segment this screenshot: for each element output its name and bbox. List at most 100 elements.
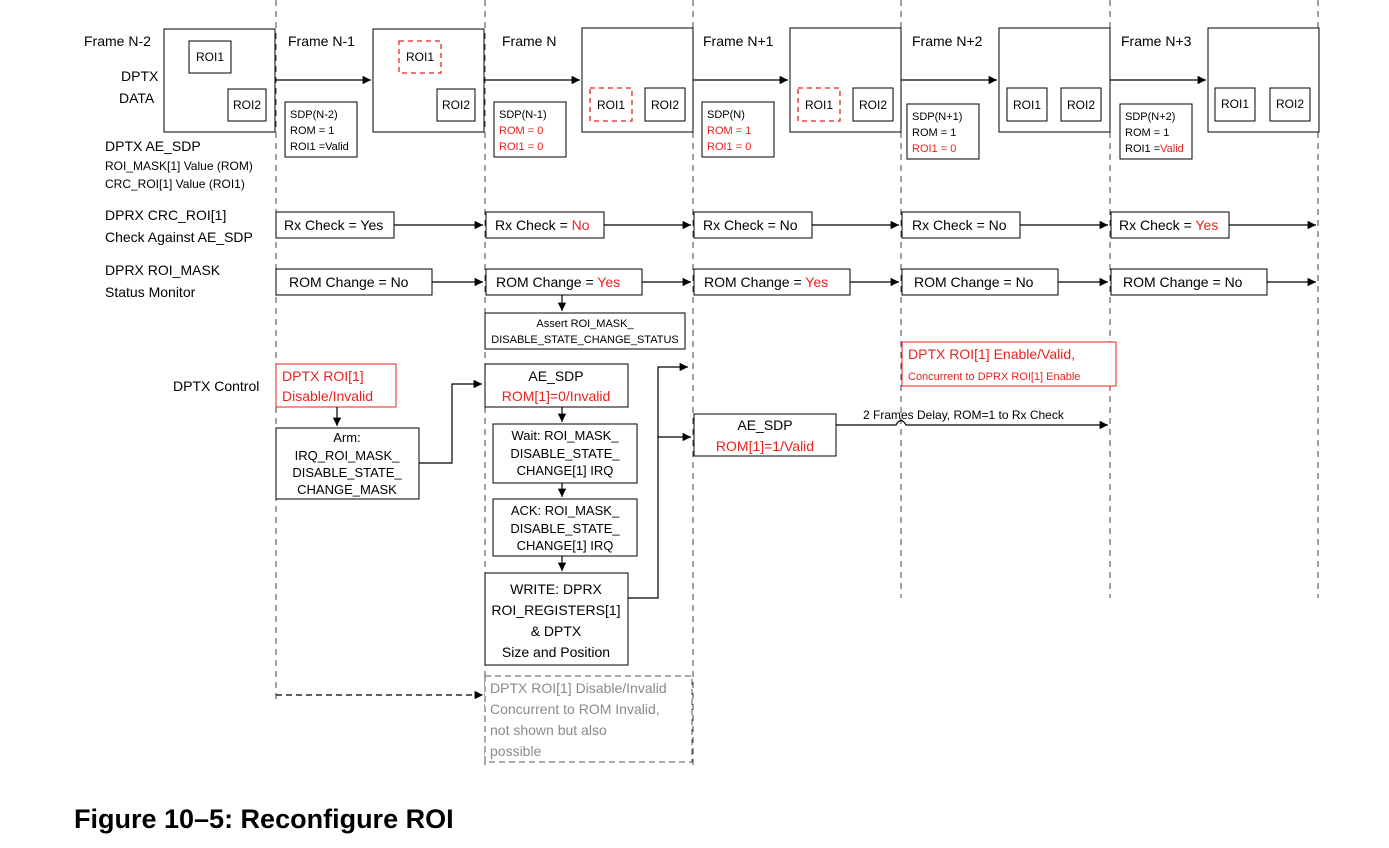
svg-text:ACK: ROI_MASK_: ACK: ROI_MASK_ [511,503,620,518]
svg-text:ROI1 =Valid: ROI1 =Valid [1125,143,1184,155]
row-label-crc: CRC_ROI[1] Value (ROI1) [105,177,245,191]
svg-text:ROI1 = 0: ROI1 = 0 [707,141,751,153]
svg-text:ROI1 = 0: ROI1 = 0 [912,143,956,155]
svg-text:AE_SDP: AE_SDP [528,368,583,384]
svg-text:SDP(N-2): SDP(N-2) [290,109,338,121]
svg-text:Assert ROI_MASK_: Assert ROI_MASK_ [536,318,634,330]
write-box-connectors [628,362,691,599]
roi1-label: ROI1 [1221,97,1249,111]
svg-text:not shown but also: not shown but also [490,722,607,738]
roi1-label: ROI1 [1013,98,1041,112]
svg-text:Size and Position: Size and Position [502,644,610,660]
row-label-check: Check Against AE_SDP [105,229,253,245]
frame-title-n: Frame N [502,33,556,49]
dptx-roi-enable-box: DPTX ROI[1] Enable/Valid, Concurrent to … [901,341,1117,387]
frame-title-n-1: Frame N-1 [288,33,355,49]
roi2-label: ROI2 [651,98,679,112]
svg-text:ROM Change = No: ROM Change = No [289,274,409,290]
frame-title-n+1: Frame N+1 [703,33,774,49]
row-label-rom: ROI_MASK[1] Value (ROM) [105,159,253,173]
svg-text:SDP(N+1): SDP(N+1) [912,111,962,123]
svg-text:DPTX ROI[1] Disable/Invalid: DPTX ROI[1] Disable/Invalid [490,680,667,696]
svg-text:DISABLE_STATE_: DISABLE_STATE_ [510,446,620,461]
svg-text:ROI1 =Valid: ROI1 =Valid [290,141,349,153]
svg-text:ROM Change = Yes: ROM Change = Yes [704,274,828,290]
figure-caption: Figure 10–5: Reconfigure ROI [74,804,454,834]
rx-check-row: Rx Check = Yes Rx Check = No Rx Check = … [275,211,1316,239]
roi1-label: ROI1 [805,98,833,112]
roi2-label: ROI2 [442,98,470,112]
svg-text:IRQ_ROI_MASK_: IRQ_ROI_MASK_ [295,448,401,463]
roi2-label: ROI2 [859,98,887,112]
svg-text:Concurrent to DPRX ROI[1] Enab: Concurrent to DPRX ROI[1] Enable [908,371,1080,383]
svg-text:ROM Change = No: ROM Change = No [914,274,1034,290]
arm-box: Arm: IRQ_ROI_MASK_ DISABLE_STATE_ CHANGE… [275,379,482,500]
svg-text:ROM[1]=0/Invalid: ROM[1]=0/Invalid [502,388,611,404]
row-label-dptx: DPTX [121,68,159,84]
svg-text:ROM = 0: ROM = 0 [499,125,543,137]
svg-text:ROM[1]=1/Valid: ROM[1]=1/Valid [716,438,814,454]
svg-text:ROI1 = 0: ROI1 = 0 [499,141,543,153]
row-label-status: Status Monitor [105,284,196,300]
optional-disable-note: DPTX ROI[1] Disable/Invalid Concurrent t… [276,675,693,763]
svg-text:Rx Check = No: Rx Check = No [495,217,590,233]
svg-text:CHANGE[1] IRQ: CHANGE[1] IRQ [517,463,614,478]
svg-text:ROM = 1: ROM = 1 [912,127,956,139]
ae-sdp-valid-box: AE_SDP ROM[1]=1/Valid 2 Frames Delay, RO… [693,408,1108,457]
svg-text:Rx Check = No: Rx Check = No [703,217,798,233]
roi2-label: ROI2 [1276,97,1304,111]
svg-text:ROM = 1: ROM = 1 [707,125,751,137]
sdp-n-2 [284,101,358,158]
svg-text:ROM Change = Yes: ROM Change = Yes [496,274,620,290]
row-label-crc-roi: DPRX CRC_ROI[1] [105,207,226,223]
svg-text:Disable/Invalid: Disable/Invalid [282,388,373,404]
row-label-roi-mask: DPRX ROI_MASK [105,262,221,278]
svg-text:WRITE: DPRX: WRITE: DPRX [510,581,602,597]
svg-text:Wait: ROI_MASK_: Wait: ROI_MASK_ [511,428,619,443]
svg-text:& DPTX: & DPTX [531,623,582,639]
ack-box: ACK: ROI_MASK_ DISABLE_STATE_ CHANGE[1] … [492,498,638,571]
sdp-n+2 [1119,103,1193,160]
svg-text:CHANGE[1] IRQ: CHANGE[1] IRQ [517,538,614,553]
roi1-label: ROI1 [597,98,625,112]
delay-label: 2 Frames Delay, ROM=1 to Rx Check [863,408,1065,422]
svg-text:SDP(N-1): SDP(N-1) [499,109,547,121]
svg-text:DPTX ROI[1] Enable/Valid,: DPTX ROI[1] Enable/Valid, [908,346,1075,362]
sdp-boxes: SDP(N-2) ROM = 1 ROI1 =Valid SDP(N-1) RO… [284,101,1193,160]
ae-sdp-invalid-box: AE_SDP ROM[1]=0/Invalid [484,363,629,422]
svg-text:Rx Check = Yes: Rx Check = Yes [1119,217,1218,233]
row-label-control: DPTX Control [173,378,259,394]
svg-text:DISABLE_STATE_CHANGE_STATUS: DISABLE_STATE_CHANGE_STATUS [491,334,678,346]
sdp-n-1 [493,101,567,158]
rom-change-row: ROM Change = No ROM Change = Yes ROM Cha… [275,268,1316,296]
svg-text:ROM Change = No: ROM Change = No [1123,274,1243,290]
wait-box: Wait: ROI_MASK_ DISABLE_STATE_ CHANGE[1]… [492,423,638,497]
frame-title-n+2: Frame N+2 [912,33,983,49]
roi1-label: ROI1 [406,50,434,64]
data-frames: ROI1 ROI2 ROI1 ROI2 ROI1 ROI2 ROI1 ROI2 … [163,27,1320,133]
roi2-label: ROI2 [1067,98,1095,112]
svg-text:Rx Check = Yes: Rx Check = Yes [284,217,383,233]
svg-text:SDP(N+2): SDP(N+2) [1125,111,1175,123]
sdp-n [701,101,775,158]
svg-text:Rx Check = No: Rx Check = No [912,217,1007,233]
sdp-n+1 [906,103,980,160]
dptx-roi-disable-box: DPTX ROI[1] Disable/Invalid [275,363,397,426]
row-labels: DPTX DATA DPTX AE_SDP ROI_MASK[1] Value … [105,68,259,394]
svg-text:CHANGE_MASK: CHANGE_MASK [297,482,397,497]
svg-text:possible: possible [490,743,542,759]
svg-text:Concurrent to ROM Invalid,: Concurrent to ROM Invalid, [490,701,660,717]
row-label-ae-sdp: DPTX AE_SDP [105,138,201,154]
frame-title-n+3: Frame N+3 [1121,33,1192,49]
svg-text:DISABLE_STATE_: DISABLE_STATE_ [510,521,620,536]
frame-title-n-2: Frame N-2 [84,33,151,49]
frame-titles: Frame N-2 Frame N-1 Frame N Frame N+1 Fr… [84,33,1192,49]
roi2-label: ROI2 [233,98,261,112]
svg-text:Arm:: Arm: [333,430,360,445]
row-label-data: DATA [119,90,155,106]
svg-text:AE_SDP: AE_SDP [737,417,792,433]
roi1-label: ROI1 [196,50,224,64]
svg-text:ROM = 1: ROM = 1 [1125,127,1169,139]
write-box: WRITE: DPRX ROI_REGISTERS[1] & DPTX Size… [484,572,629,666]
